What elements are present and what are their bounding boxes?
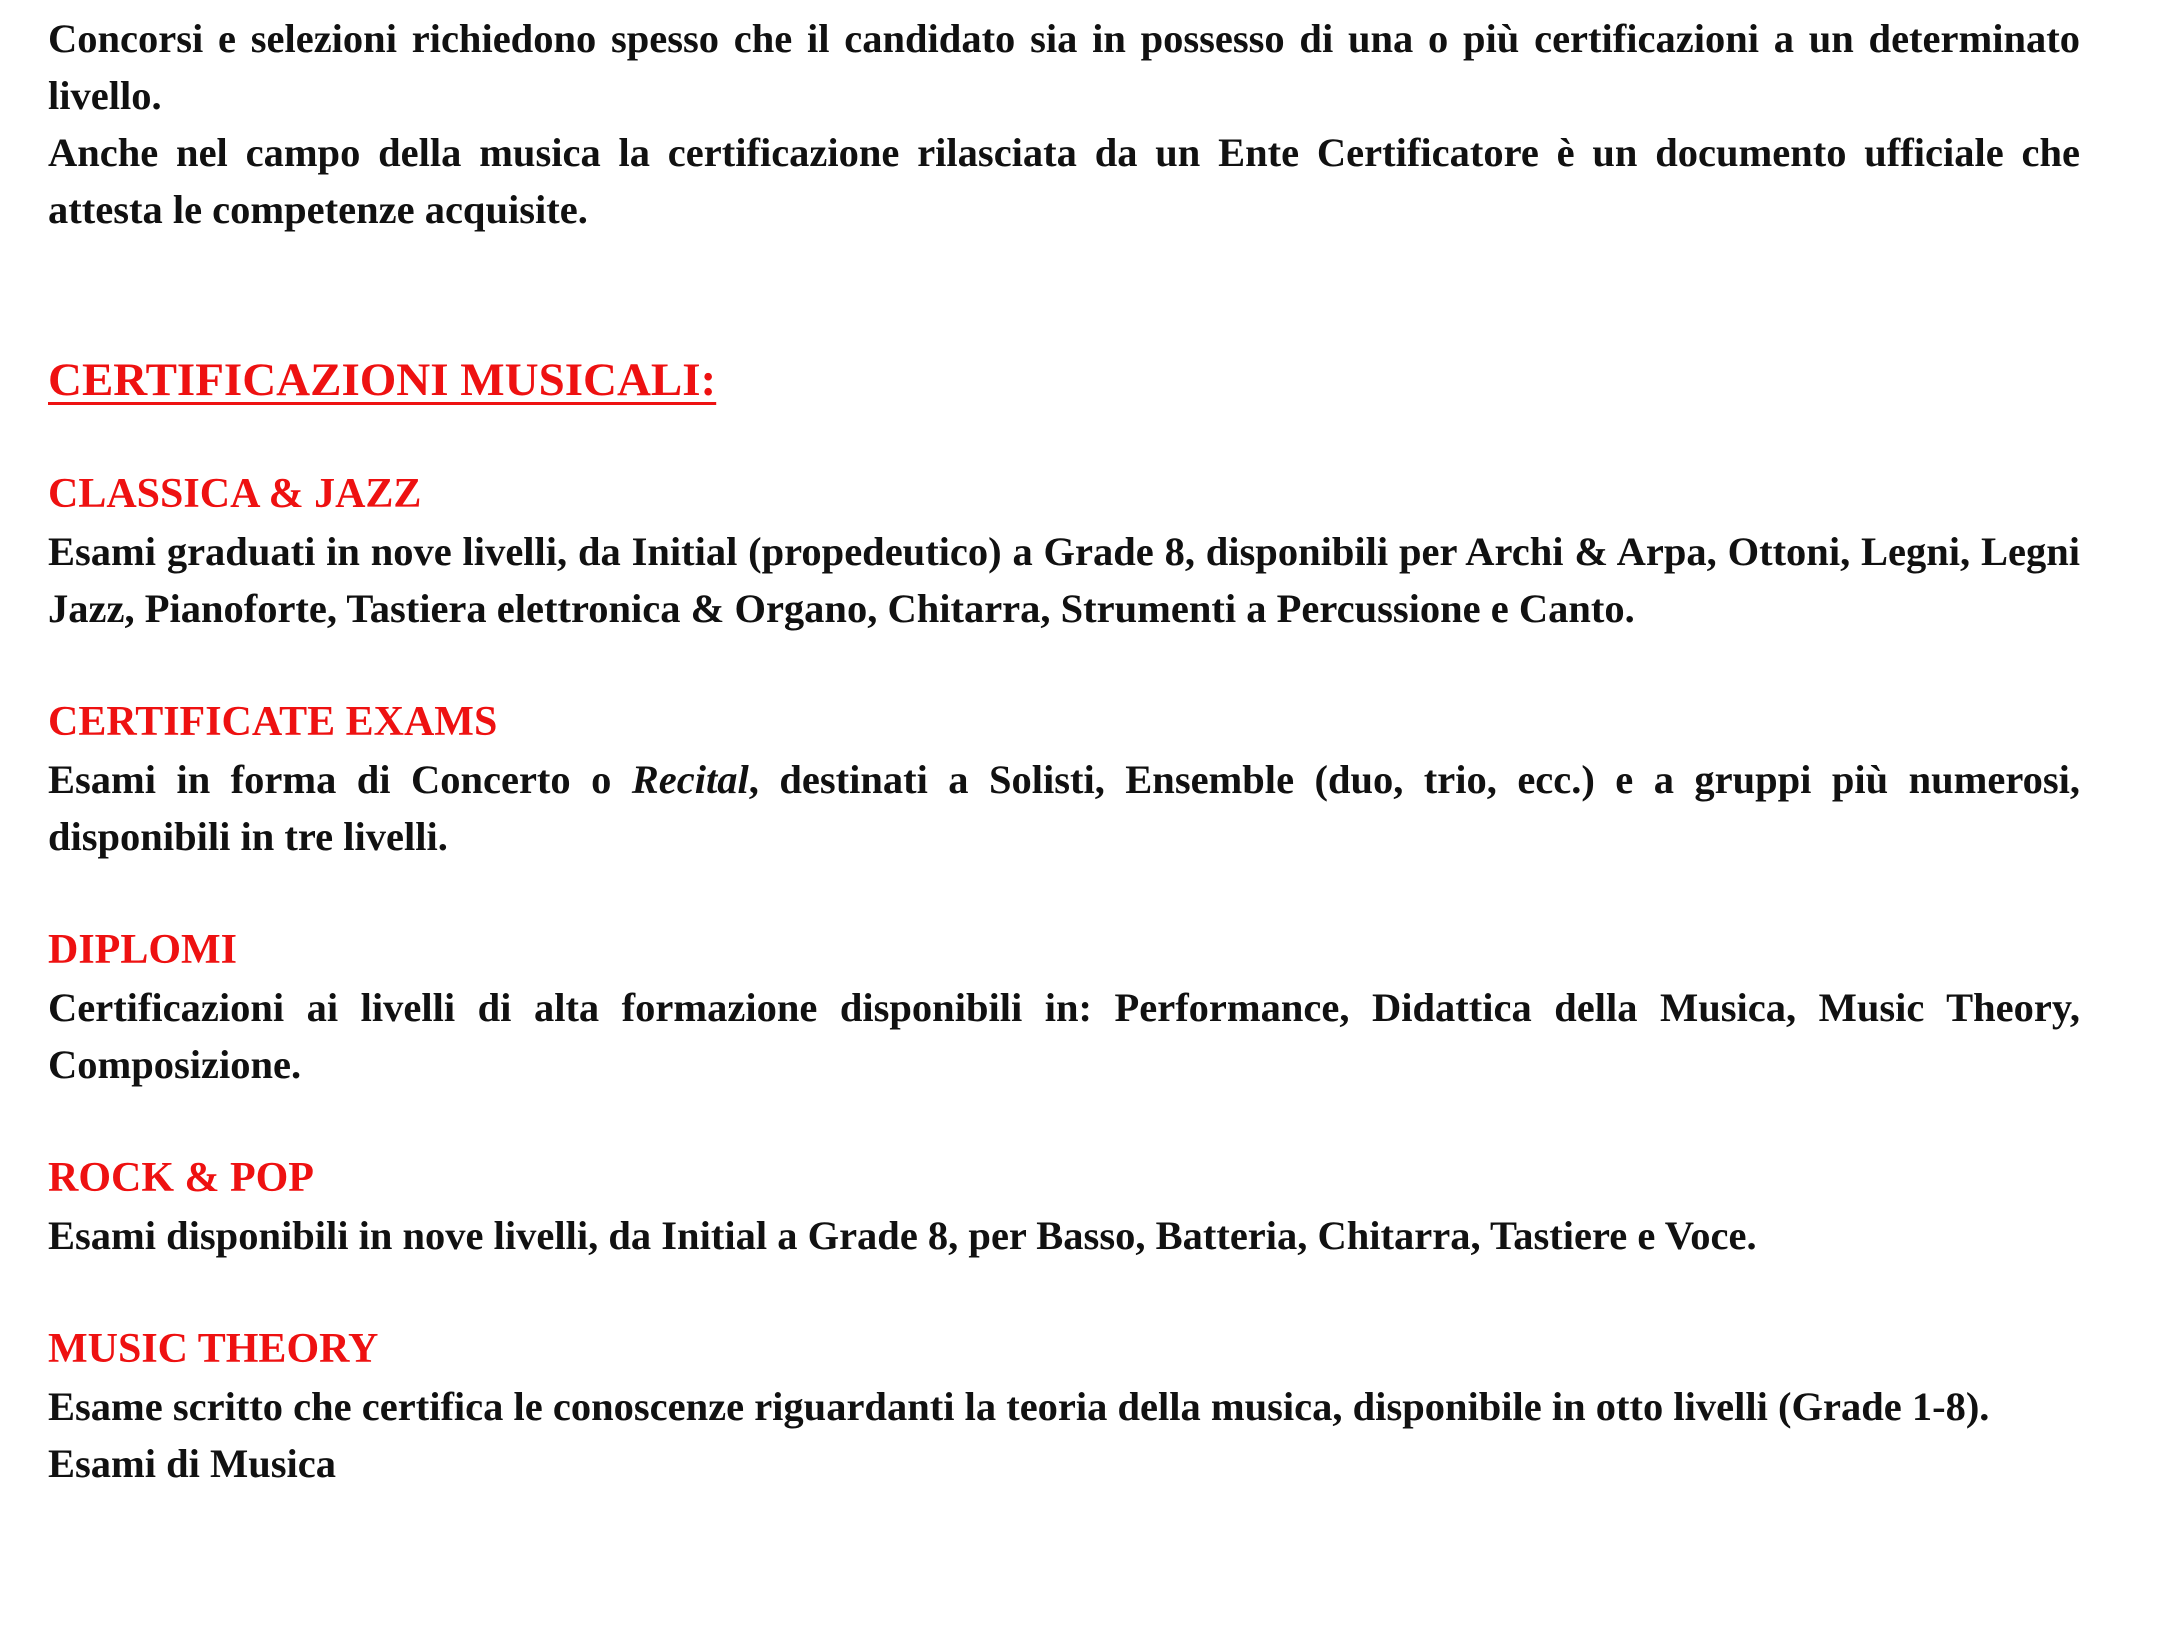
section-title: DIPLOMI <box>48 927 237 973</box>
section-diplomi: DIPLOMI Certificazioni ai livelli di alt… <box>48 922 2080 1093</box>
section-classica-jazz: CLASSICA & JAZZ Esami graduati in nove l… <box>48 466 2080 637</box>
section-body-text: Esami in forma di Concerto o <box>48 757 632 802</box>
section-title: CLASSICA & JAZZ <box>48 471 422 517</box>
section-certificate-exams: CERTIFICATE EXAMS Esami in forma di Conc… <box>48 694 2080 865</box>
main-heading: CERTIFICAZIONI MUSICALI: <box>48 354 717 406</box>
section-body-italic: Recital <box>631 757 749 802</box>
section-body: Esami disponibili in nove livelli, da In… <box>48 1213 1757 1258</box>
section-body: Certificazioni ai livelli di alta formaz… <box>48 985 2080 1087</box>
section-body: Esami in forma di Concerto o Recital, de… <box>48 751 2080 865</box>
section-rock-pop: ROCK & POP Esami disponibili in nove liv… <box>48 1150 2080 1264</box>
section-title: MUSIC THEORY <box>48 1326 379 1372</box>
section-extra-line: Esami di Musica <box>48 1441 337 1486</box>
section-music-theory: MUSIC THEORY Esame scritto che certifica… <box>48 1321 2080 1492</box>
section-body-text: , destinati a Solisti, Ensemble (duo, tr… <box>48 757 2080 859</box>
document-page: Concorsi e selezioni richiedono spesso c… <box>48 10 2080 1492</box>
intro-paragraph-1: Concorsi e selezioni richiedono spesso c… <box>48 16 2080 118</box>
intro-paragraph-2: Anche nel campo della musica la certific… <box>48 130 2080 232</box>
section-title: ROCK & POP <box>48 1155 314 1201</box>
section-body: Esami graduati in nove livelli, da Initi… <box>48 529 2080 631</box>
section-title: CERTIFICATE EXAMS <box>48 699 498 745</box>
section-body: Esame scritto che certifica le conoscenz… <box>48 1384 1990 1429</box>
